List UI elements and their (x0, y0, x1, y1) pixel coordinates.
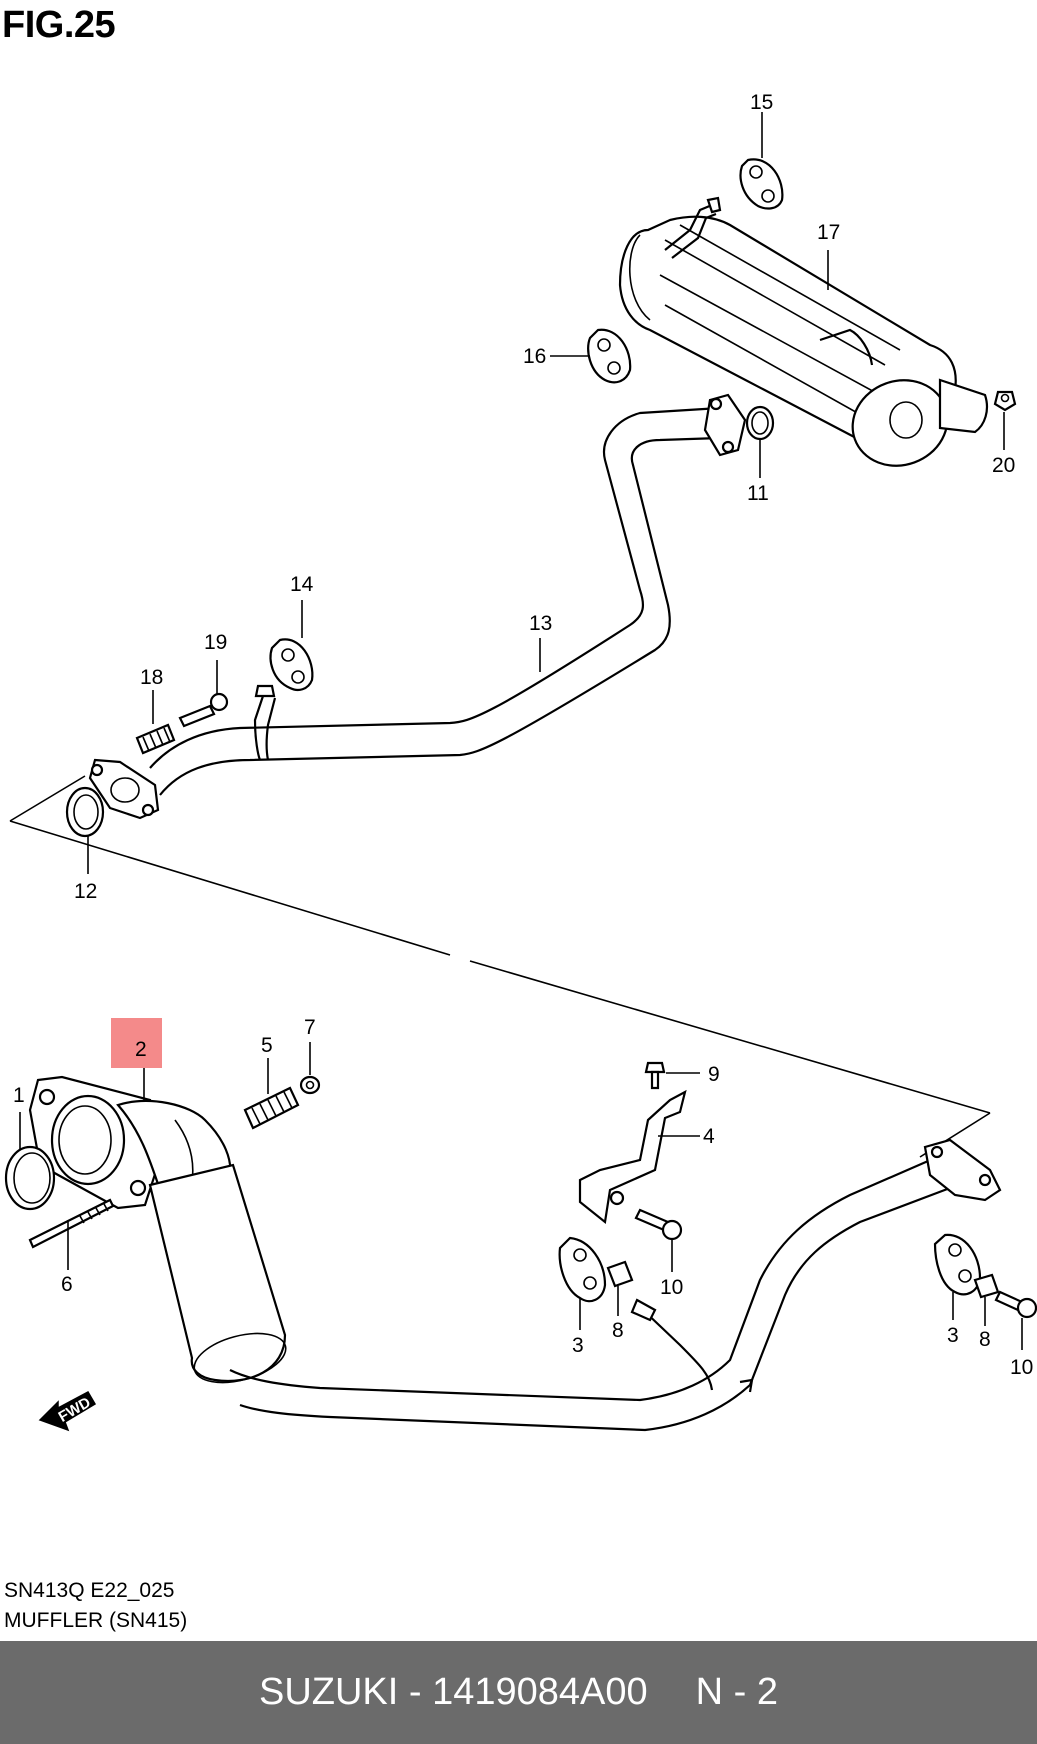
diagram-name: MUFFLER (SN415) (4, 1609, 188, 1632)
nut-part-20 (993, 390, 1017, 412)
bracket-part-4 (578, 1089, 687, 1225)
callout-12: 12 (74, 880, 97, 903)
callout-15: 15 (750, 91, 773, 114)
stud-bolt-part-6 (28, 1198, 115, 1249)
callout-8-center: 8 (612, 1319, 624, 1342)
front-pipe (229, 1138, 1002, 1432)
gasket-ring-part-11 (745, 405, 775, 441)
rubber-hanger-part-15 (739, 158, 784, 210)
callout-14: 14 (290, 573, 314, 596)
collar-part-8-right (973, 1273, 1000, 1299)
muffler-inlet-flange (703, 393, 747, 457)
callout-8-right: 8 (979, 1328, 991, 1351)
rubber-mount-part-3-right (933, 1233, 982, 1296)
callout-2: 2 (135, 1038, 147, 1061)
callout-4: 4 (703, 1125, 715, 1148)
bolt-part-10-right (994, 1290, 1037, 1319)
highlight-box-part-2 (111, 1018, 162, 1068)
rubber-hanger-part-14 (269, 638, 314, 691)
callout-16: 16 (523, 345, 546, 368)
collar-part-8-center (606, 1260, 634, 1288)
figure-caption: SN413Q E22_025 MUFFLER (SN415) (4, 1576, 187, 1636)
figure-title: FIG.25 (2, 4, 116, 46)
center-pipe-part-13 (149, 406, 721, 796)
callout-10-center: 10 (660, 1276, 683, 1299)
callout-18: 18 (140, 666, 163, 689)
footer-page-indicator: N - 2 (695, 1671, 779, 1713)
callout-1: 1 (13, 1084, 25, 1107)
rubber-hanger-part-16 (587, 328, 632, 384)
section-outline (9, 775, 991, 1158)
leader-lines (19, 112, 1023, 1350)
center-pipe-flange (88, 758, 160, 820)
callout-numbers: 1 2 3 3 4 5 6 7 8 8 9 10 10 11 12 13 14 … (13, 91, 1033, 1379)
callout-9: 9 (708, 1063, 720, 1086)
callout-3-right: 3 (947, 1324, 959, 1347)
callout-19: 19 (204, 631, 227, 654)
callout-3-center: 3 (572, 1334, 584, 1357)
footer-brand-part-number: SUZUKI - 1419084A00 (258, 1671, 648, 1713)
catalytic-converter (28, 1075, 287, 1384)
callout-7: 7 (304, 1016, 316, 1039)
fwd-arrow: FWD (38, 1390, 97, 1432)
spring-part-5 (243, 1086, 300, 1130)
main-muffler-part-17 (618, 196, 989, 467)
bolt-part-9 (644, 1061, 666, 1090)
gasket-ring-part-1 (4, 1145, 56, 1211)
gasket-ring-part-12 (65, 786, 105, 838)
callout-6: 6 (61, 1273, 73, 1296)
rubber-mount-part-3-center (558, 1236, 607, 1303)
callout-13: 13 (529, 612, 552, 635)
bolt-part-10-center (634, 1208, 683, 1241)
diagram-code: SN413Q E22_025 (4, 1579, 175, 1602)
callout-20: 20 (992, 454, 1015, 477)
footer-bar: SUZUKI - 1419084A00 N - 2 (0, 1641, 1037, 1744)
spring-part-18 (135, 723, 176, 755)
callout-5: 5 (261, 1034, 273, 1057)
callout-11: 11 (747, 482, 769, 505)
callout-17: 17 (817, 221, 840, 244)
bolt-part-19 (178, 692, 229, 728)
nut-part-7 (299, 1075, 321, 1095)
callout-10-right: 10 (1010, 1356, 1033, 1379)
